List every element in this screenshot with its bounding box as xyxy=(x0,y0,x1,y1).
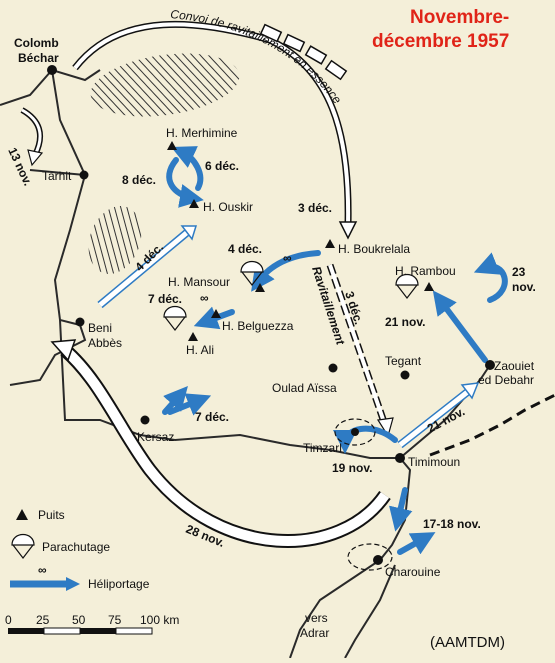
well-icon-merhimine xyxy=(167,141,177,150)
label-ed-debahr: ed Debahr xyxy=(478,373,534,387)
parachute-icon-legend xyxy=(11,533,35,559)
heli-arrow-1718nov xyxy=(389,487,413,532)
label-7dec: 7 déc. xyxy=(148,292,182,306)
hatched-zone-west xyxy=(88,206,142,274)
heli-symbol-belguezza: ∞ xyxy=(200,291,209,305)
town-dot-oulad-aissa xyxy=(328,363,338,373)
town-dot-timzarl xyxy=(351,428,359,436)
title-line2: décembre 1957 xyxy=(372,31,509,52)
convoy-route xyxy=(72,20,358,240)
wells xyxy=(16,141,434,520)
label-abbes: Abbès xyxy=(88,336,122,350)
heli-arrow-23nov xyxy=(473,252,508,303)
heli-arrow-4dec xyxy=(251,250,321,292)
label-timzarl: Timzarl xyxy=(303,441,342,455)
well-icon-legend xyxy=(16,509,28,520)
legend-heli-arrow xyxy=(10,577,80,591)
hatched-zone-north xyxy=(90,53,240,117)
label-vers: vers xyxy=(305,611,328,625)
arrow-28nov xyxy=(50,339,391,548)
town-dot-beni-abbes xyxy=(75,317,85,327)
label-1718nov: 17-18 nov. xyxy=(423,517,481,531)
heli-symbol-boukrelala: ∞ xyxy=(283,251,292,265)
heli-arrow-7dec-kersaz xyxy=(162,386,188,415)
scale-tick-100: 100 km xyxy=(140,613,179,627)
town-dot-colomb-bechar xyxy=(47,65,57,75)
legend-heliportage: Héliportage xyxy=(88,577,150,591)
label-tegant: Tegant xyxy=(385,354,422,368)
label-4dec-heli: 4 déc. xyxy=(228,242,262,256)
legend-puits: Puits xyxy=(38,508,65,522)
label-h-merhimine: H. Merhimine xyxy=(166,126,238,140)
label-h-belguezza: H. Belguezza xyxy=(222,319,294,333)
heli-arrow-6dec-up xyxy=(171,146,204,191)
town-dot-charouine xyxy=(373,555,383,565)
scale-tick-75: 75 xyxy=(108,613,122,627)
scale-tick-50: 50 xyxy=(72,613,86,627)
label-h-boukrelala: H. Boukrelala xyxy=(338,242,410,256)
label-tarhit: Tarhit xyxy=(42,169,72,183)
label-h-mansour: H. Mansour xyxy=(168,275,230,289)
label-h-rambou: H. Rambou xyxy=(395,264,456,278)
legend-heli-symbol: ∞ xyxy=(38,563,47,577)
well-icon-belguezza xyxy=(211,309,221,318)
town-dot-zaouiet xyxy=(485,360,495,370)
arrow-13nov xyxy=(20,107,44,167)
town-dot-tegant xyxy=(400,370,410,380)
label-23: 23 xyxy=(512,265,526,279)
label-h-ali: H. Ali xyxy=(186,343,214,357)
label-oulad-aissa: Oulad Aïssa xyxy=(272,381,337,395)
parachute-icon-mansour xyxy=(240,260,264,286)
town-dot-tarhit xyxy=(79,170,89,180)
well-icon-boukrelala xyxy=(325,239,335,248)
heli-arrow-1718nov-b xyxy=(397,532,436,555)
label-7dec-b: 7 déc. xyxy=(195,410,229,424)
dashed-circle-timzarl xyxy=(334,418,376,446)
label-h-ouskir: H. Ouskir xyxy=(203,200,253,214)
well-icon-mansour xyxy=(255,283,265,292)
label-charouine: Charouine xyxy=(385,565,441,579)
legend-parachutage: Parachutage xyxy=(42,540,110,554)
heli-arrow-7dec-kersaz-b xyxy=(167,393,212,416)
label-beni: Beni xyxy=(88,321,112,335)
well-icon-ali xyxy=(188,332,198,341)
label-kersaz: Kersaz xyxy=(137,430,174,444)
towns xyxy=(47,65,495,565)
label-colomb: Colomb xyxy=(14,36,59,50)
label-23nov: nov. xyxy=(512,280,536,294)
label-bechar: Béchar xyxy=(18,51,59,65)
town-dot-kersaz xyxy=(140,415,150,425)
label-timimoun: Timimoun xyxy=(408,455,460,469)
label-zaouiet: Zaouiet xyxy=(494,359,535,373)
truck-convoy-icons xyxy=(259,23,348,81)
well-icon-rambou xyxy=(424,282,434,291)
well-icon-ouskir xyxy=(189,199,199,208)
label-adrar: Adrar xyxy=(300,626,329,640)
label-8dec: 8 déc. xyxy=(122,173,156,187)
title-line1: Novembre- xyxy=(410,7,509,28)
border-dashed xyxy=(429,393,555,457)
parachute-icon-belguezza xyxy=(163,305,187,331)
dashed-circle-charouine xyxy=(347,543,393,571)
parachute-icon-rambou xyxy=(395,273,419,299)
arrow-4dec-convoy xyxy=(97,225,198,309)
heli-arrow-21nov xyxy=(432,290,488,363)
scale-bar: 0 25 50 75 100 km xyxy=(5,613,179,635)
arrow-21nov-convoy xyxy=(397,382,480,449)
town-dot-timimoun xyxy=(395,453,405,463)
heli-arrow-6dec xyxy=(166,157,204,208)
parachutes xyxy=(11,260,419,559)
label-6dec: 6 déc. xyxy=(205,159,239,173)
label-19nov: 19 nov. xyxy=(332,461,372,475)
credit: (AAMTDM) xyxy=(430,634,505,651)
arrow-3dec-ravitaillement xyxy=(326,263,394,438)
scale-tick-25: 25 xyxy=(36,613,50,627)
label-3dec-top: 3 déc. xyxy=(298,201,332,215)
scale-tick-0: 0 xyxy=(5,613,12,627)
label-21nov-a: 21 nov. xyxy=(385,315,425,329)
heli-arrows xyxy=(162,146,508,555)
heli-arrow-19nov xyxy=(333,425,398,454)
